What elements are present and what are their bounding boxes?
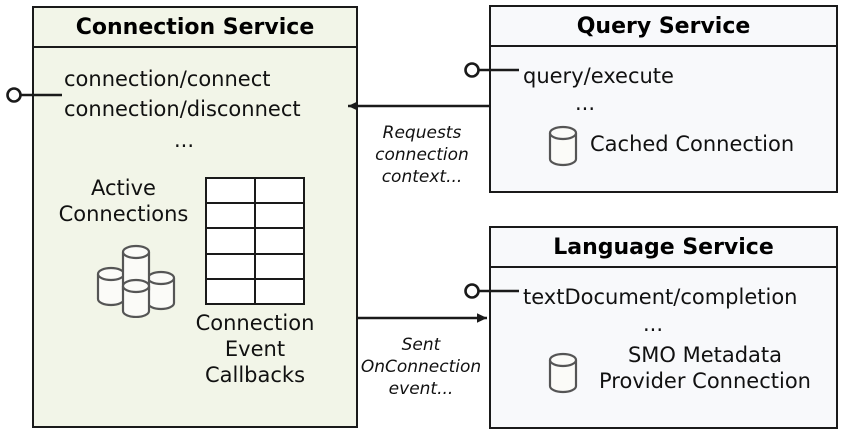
multi-database-cylinders-icon [96, 244, 176, 318]
active-connections-label: Active Connections [58, 176, 189, 226]
connection-service-ellipsis: ... [174, 128, 195, 152]
database-cylinder-icon [548, 125, 578, 167]
query-service-title: Query Service [491, 7, 836, 47]
connector-label-sent-onconnection-event: Sent OnConnection event... [360, 335, 482, 399]
language-service-body: textDocument/completion ... SMO Metadata… [491, 268, 836, 427]
connector-label-requests-connection-context: Requests connection context... [375, 123, 469, 187]
cached-connection-label: Cached Connection [590, 132, 795, 156]
query-service-ellipsis: ... [575, 91, 596, 115]
connection-service-operation-disconnect: connection/disconnect [64, 97, 301, 121]
connection-service-body: connection/connect connection/disconnect… [34, 48, 356, 426]
language-service-title: Language Service [491, 228, 836, 268]
connection-service-component[interactable]: Connection Service connection/connect co… [32, 6, 358, 428]
query-service-body: query/execute ... Cached Connection [491, 47, 836, 191]
table-grid-icon [205, 177, 305, 305]
connection-service-operation-connect: connection/connect [64, 67, 271, 91]
smo-metadata-provider-connection-label: SMO Metadata Provider Connection [599, 343, 811, 393]
connection-event-callbacks-label: Connection Event Callbacks [195, 311, 315, 387]
language-service-component[interactable]: Language Service textDocument/completion… [489, 226, 838, 429]
language-service-ellipsis: ... [643, 312, 664, 336]
database-cylinder-icon [548, 352, 578, 394]
language-service-operation-completion: textDocument/completion [523, 285, 798, 309]
query-service-operation-execute: query/execute [523, 64, 674, 88]
query-service-component[interactable]: Query Service query/execute ... Cached C… [489, 5, 838, 193]
connection-service-title: Connection Service [34, 8, 356, 48]
